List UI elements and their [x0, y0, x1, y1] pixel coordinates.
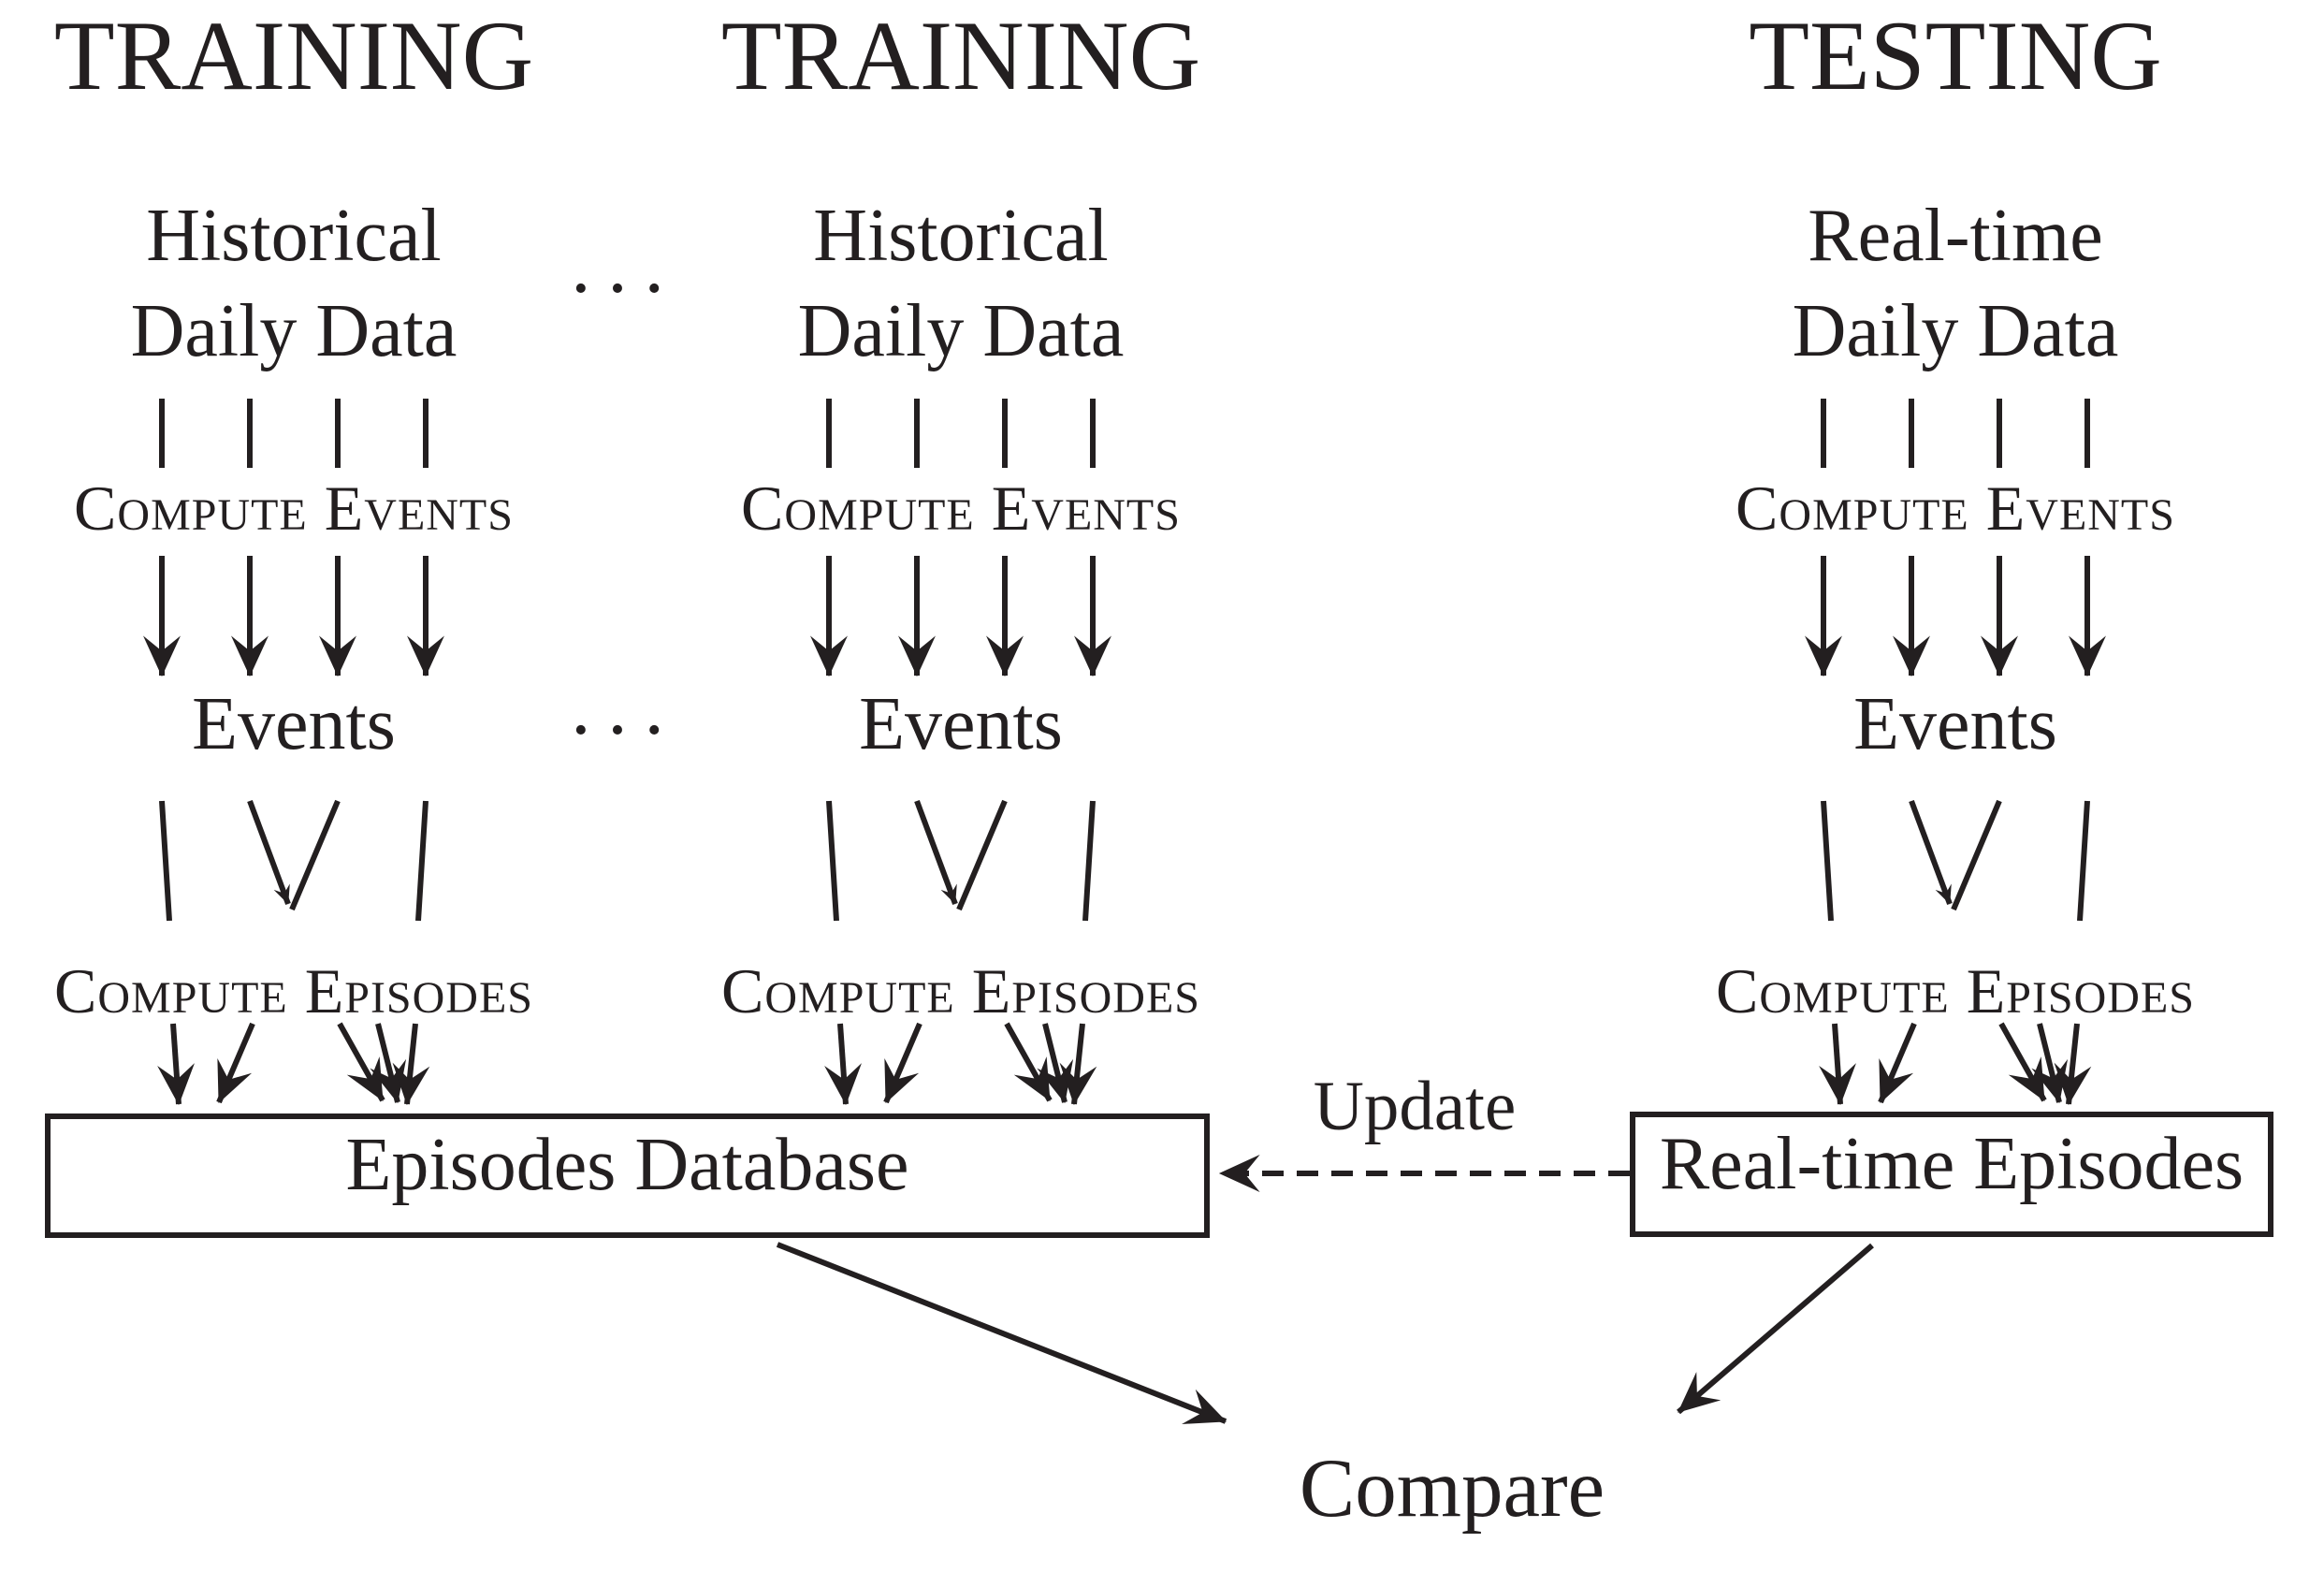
column3-compute-episodes-label: Compute Episodes: [1716, 955, 2195, 1026]
column2-source-line1: Historical: [813, 195, 1109, 277]
database-to-compare-arrow: [776, 1242, 1227, 1424]
episodes-database-box: Episodes Database: [45, 1114, 1210, 1238]
column3-compute-events-label: Compute Events: [1736, 473, 2175, 544]
column2-phase-title: TRAINING: [720, 1, 1201, 110]
column1-source-label: Historical Daily Data: [131, 188, 458, 379]
column2-source-line2: Daily Data: [797, 290, 1125, 372]
column1-source-line2: Daily Data: [130, 290, 458, 372]
ellipsis-events: • • •: [574, 709, 661, 752]
column1-compute-events-label: Compute Events: [74, 473, 514, 544]
realtime-episodes-box: Real-time Episodes: [1630, 1112, 2273, 1237]
compare-label: Compare: [1299, 1443, 1605, 1535]
ellipsis-daily-data: • • •: [574, 268, 661, 311]
column1-events-label: Events: [192, 683, 396, 765]
episodes-database-label: Episodes Database: [345, 1124, 909, 1206]
column1-compute-episodes-label: Compute Episodes: [54, 955, 533, 1026]
realtime-to-compare-arrow: [1677, 1243, 1874, 1415]
realtime-episodes-label: Real-time Episodes: [1659, 1122, 2244, 1205]
column2-compute-episodes-label: Compute Episodes: [721, 955, 1200, 1026]
column2-events-label: Events: [859, 683, 1063, 765]
column1-source-line1: Historical: [146, 195, 442, 277]
column3-phase-title: TESTING: [1749, 1, 2162, 110]
column3-source-line2: Daily Data: [1792, 290, 2119, 372]
column1-phase-title: TRAINING: [53, 1, 534, 110]
column2-source-label: Historical Daily Data: [798, 188, 1125, 379]
column3-source-label: Real-time Daily Data: [1793, 188, 2119, 379]
column3-source-line1: Real-time: [1808, 195, 2103, 277]
column3-events-label: Events: [1853, 683, 2057, 765]
update-label: Update: [1313, 1068, 1517, 1145]
column2-compute-events-label: Compute Events: [741, 473, 1181, 544]
